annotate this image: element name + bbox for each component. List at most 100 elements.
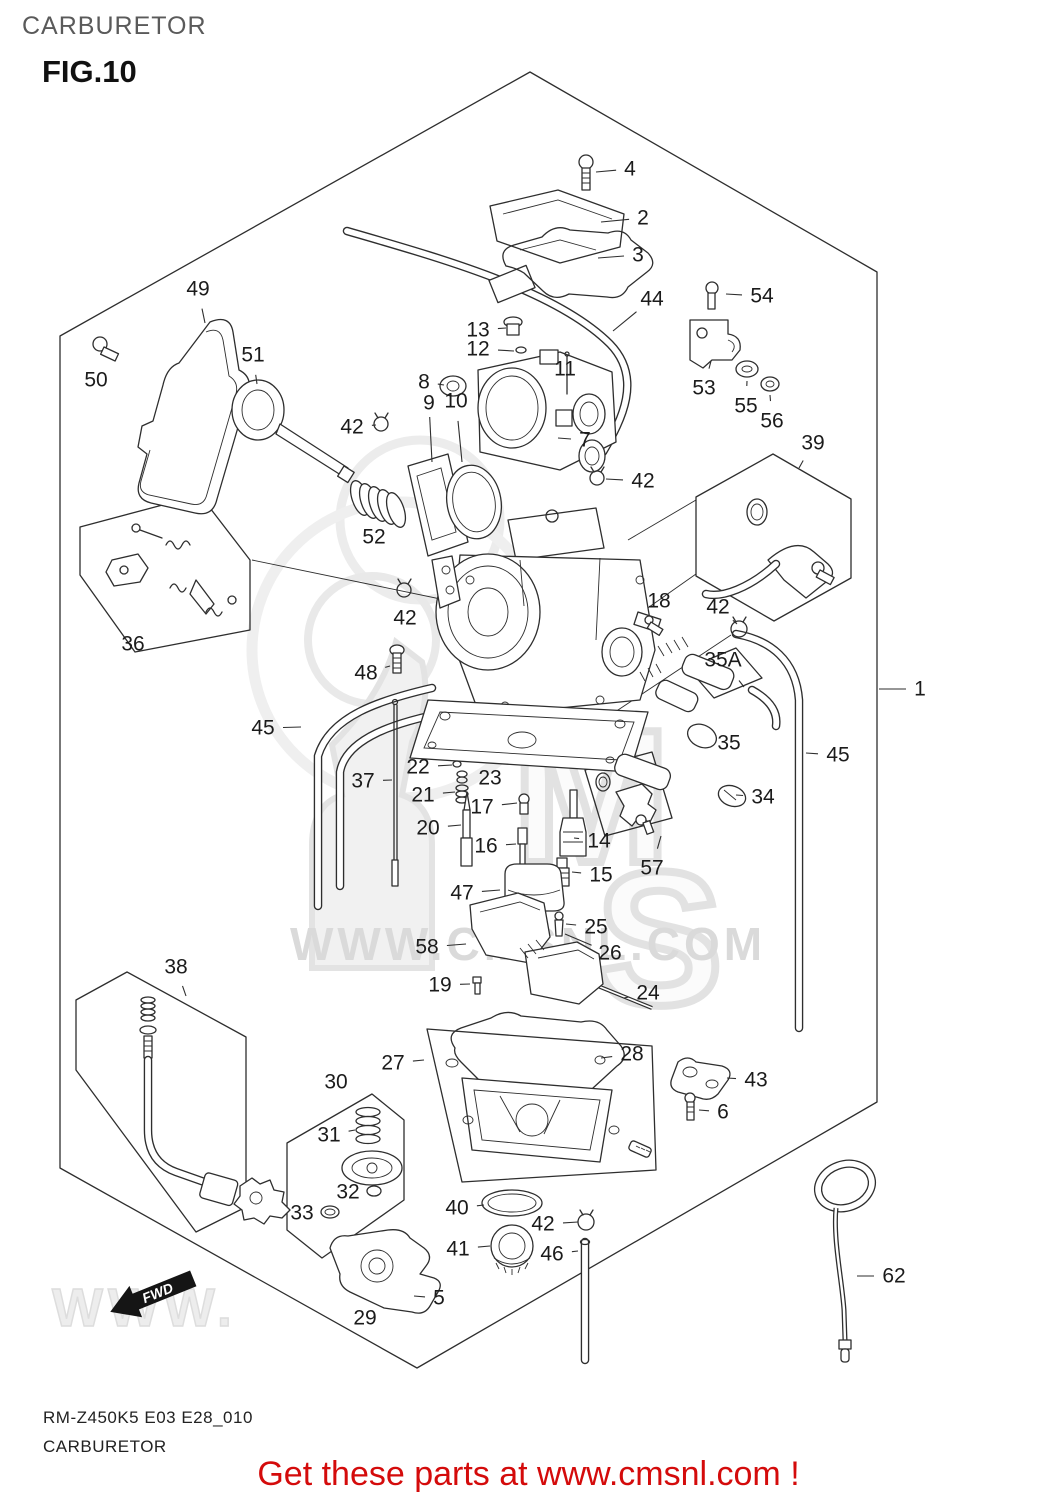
part-callout-53: 53 [692, 377, 715, 400]
diaphragm-32 [341, 1150, 403, 1197]
screw-19 [472, 976, 482, 995]
cms-watermark: C M S WWW.CMSNL.COM WWW. [51, 435, 762, 1339]
leader-line-56 [769, 394, 772, 402]
part-callout-27: 27 [381, 1052, 404, 1075]
carburetor-main-body [409, 507, 662, 773]
part-callout-24: 24 [636, 982, 660, 1005]
leader-line-22 [437, 764, 453, 767]
pump-cover-29 [329, 1229, 441, 1314]
part-callout-19: 19 [428, 974, 451, 997]
leader-line-5 [413, 1295, 426, 1298]
part-callout-37: 37 [351, 770, 374, 793]
cap-13 [503, 316, 523, 336]
part-callout-16: 16 [474, 835, 497, 858]
part-callout-43: 43 [744, 1069, 767, 1092]
page-category-title: CARBURETOR [22, 12, 207, 40]
hose-45-right [731, 629, 804, 1033]
plunger-34 [614, 753, 747, 808]
part-callout-5: 5 [433, 1287, 445, 1310]
diagram-border [59, 71, 878, 1369]
cover-2 [489, 189, 625, 264]
box-30 [286, 1093, 405, 1259]
leader-line-48 [385, 665, 391, 668]
fuel-joint-39 [701, 498, 835, 600]
part-callout-54: 54 [750, 285, 774, 308]
leader-line-10 [457, 420, 463, 463]
leader-line-45 [805, 752, 819, 755]
part-callout-2: 2 [637, 207, 649, 230]
part-callout-42: 42 [706, 596, 729, 619]
leader-line-26 [564, 933, 592, 946]
leader-line-53 [708, 360, 712, 369]
part-callout-55: 55 [734, 395, 757, 418]
part-callout-28: 28 [620, 1043, 643, 1066]
valve-25 [554, 911, 564, 937]
leader-line-14 [573, 837, 580, 840]
part-callout-32: 32 [336, 1181, 359, 1204]
leader-line-27 [412, 1059, 425, 1062]
figure-title-label: CARBURETOR [43, 1437, 167, 1456]
leader-line-42 [732, 619, 738, 625]
hose-44 [342, 226, 632, 457]
leader-line-2 [600, 218, 630, 223]
part-callout-12: 12 [466, 338, 489, 361]
leader-line-49 [201, 308, 206, 324]
box-35a [687, 647, 763, 699]
leader-line-24 [623, 996, 629, 999]
part-callout-6: 6 [717, 1101, 729, 1124]
cap-41 [490, 1224, 534, 1275]
part-callout-35: 35 [717, 732, 740, 755]
screw-54 [705, 281, 719, 310]
oring-22 [452, 760, 462, 768]
leader-line-7 [557, 437, 572, 440]
part-callout-22: 22 [406, 756, 429, 779]
oring-12 [515, 346, 527, 354]
clip-42 [730, 616, 748, 638]
promo-banner[interactable]: Get these parts at www.cmsnl.com ! [257, 1455, 800, 1493]
linkage-parts-36 [105, 523, 237, 617]
box-39 [695, 453, 852, 622]
leader-line-12 [497, 349, 515, 352]
leader-line-58 [446, 943, 467, 947]
parts [92, 154, 877, 1363]
oring-40 [481, 1189, 543, 1217]
jet-parts [452, 760, 587, 995]
diaphragm-10 [445, 464, 503, 540]
cover-49 [137, 318, 250, 515]
part-callout-52: 52 [362, 526, 385, 549]
spring-31 [355, 1106, 381, 1145]
part-callout-42: 42 [340, 416, 363, 439]
part-callout-17: 17 [470, 796, 493, 819]
screw-4 [578, 154, 594, 191]
leader-line-42 [562, 1221, 579, 1224]
part-callout-14: 14 [587, 830, 611, 853]
leader-line-43 [726, 1077, 737, 1080]
gasket-3 [502, 227, 654, 299]
part-callout-9: 9 [423, 392, 435, 415]
jet-needle-37 [391, 698, 399, 887]
part-callout-35A: 35A [704, 649, 741, 672]
washer-55 [735, 360, 759, 378]
watermark-url-fragment: WWW. [52, 1278, 237, 1338]
leader-line-9 [429, 416, 433, 463]
part-callout-42: 42 [393, 607, 416, 630]
watermark-letter-s: S [596, 833, 723, 1045]
part-callout-29: 29 [353, 1307, 376, 1330]
leader-line-51 [255, 374, 258, 385]
joint-parts-57 [595, 772, 657, 835]
leader-line-35A [738, 680, 745, 688]
part-callout-46: 46 [540, 1243, 563, 1266]
leader-line-34 [735, 794, 744, 797]
part-callout-8: 8 [418, 371, 430, 394]
leader-line-54 [725, 293, 743, 296]
part-callout-50: 50 [84, 369, 107, 392]
clip-42 [396, 578, 412, 598]
part-callout-20: 20 [416, 817, 439, 840]
part-callout-51: 51 [241, 344, 264, 367]
part-callout-41: 41 [446, 1238, 469, 1261]
oring-33 [320, 1205, 340, 1219]
leader-line-4 [595, 169, 617, 173]
